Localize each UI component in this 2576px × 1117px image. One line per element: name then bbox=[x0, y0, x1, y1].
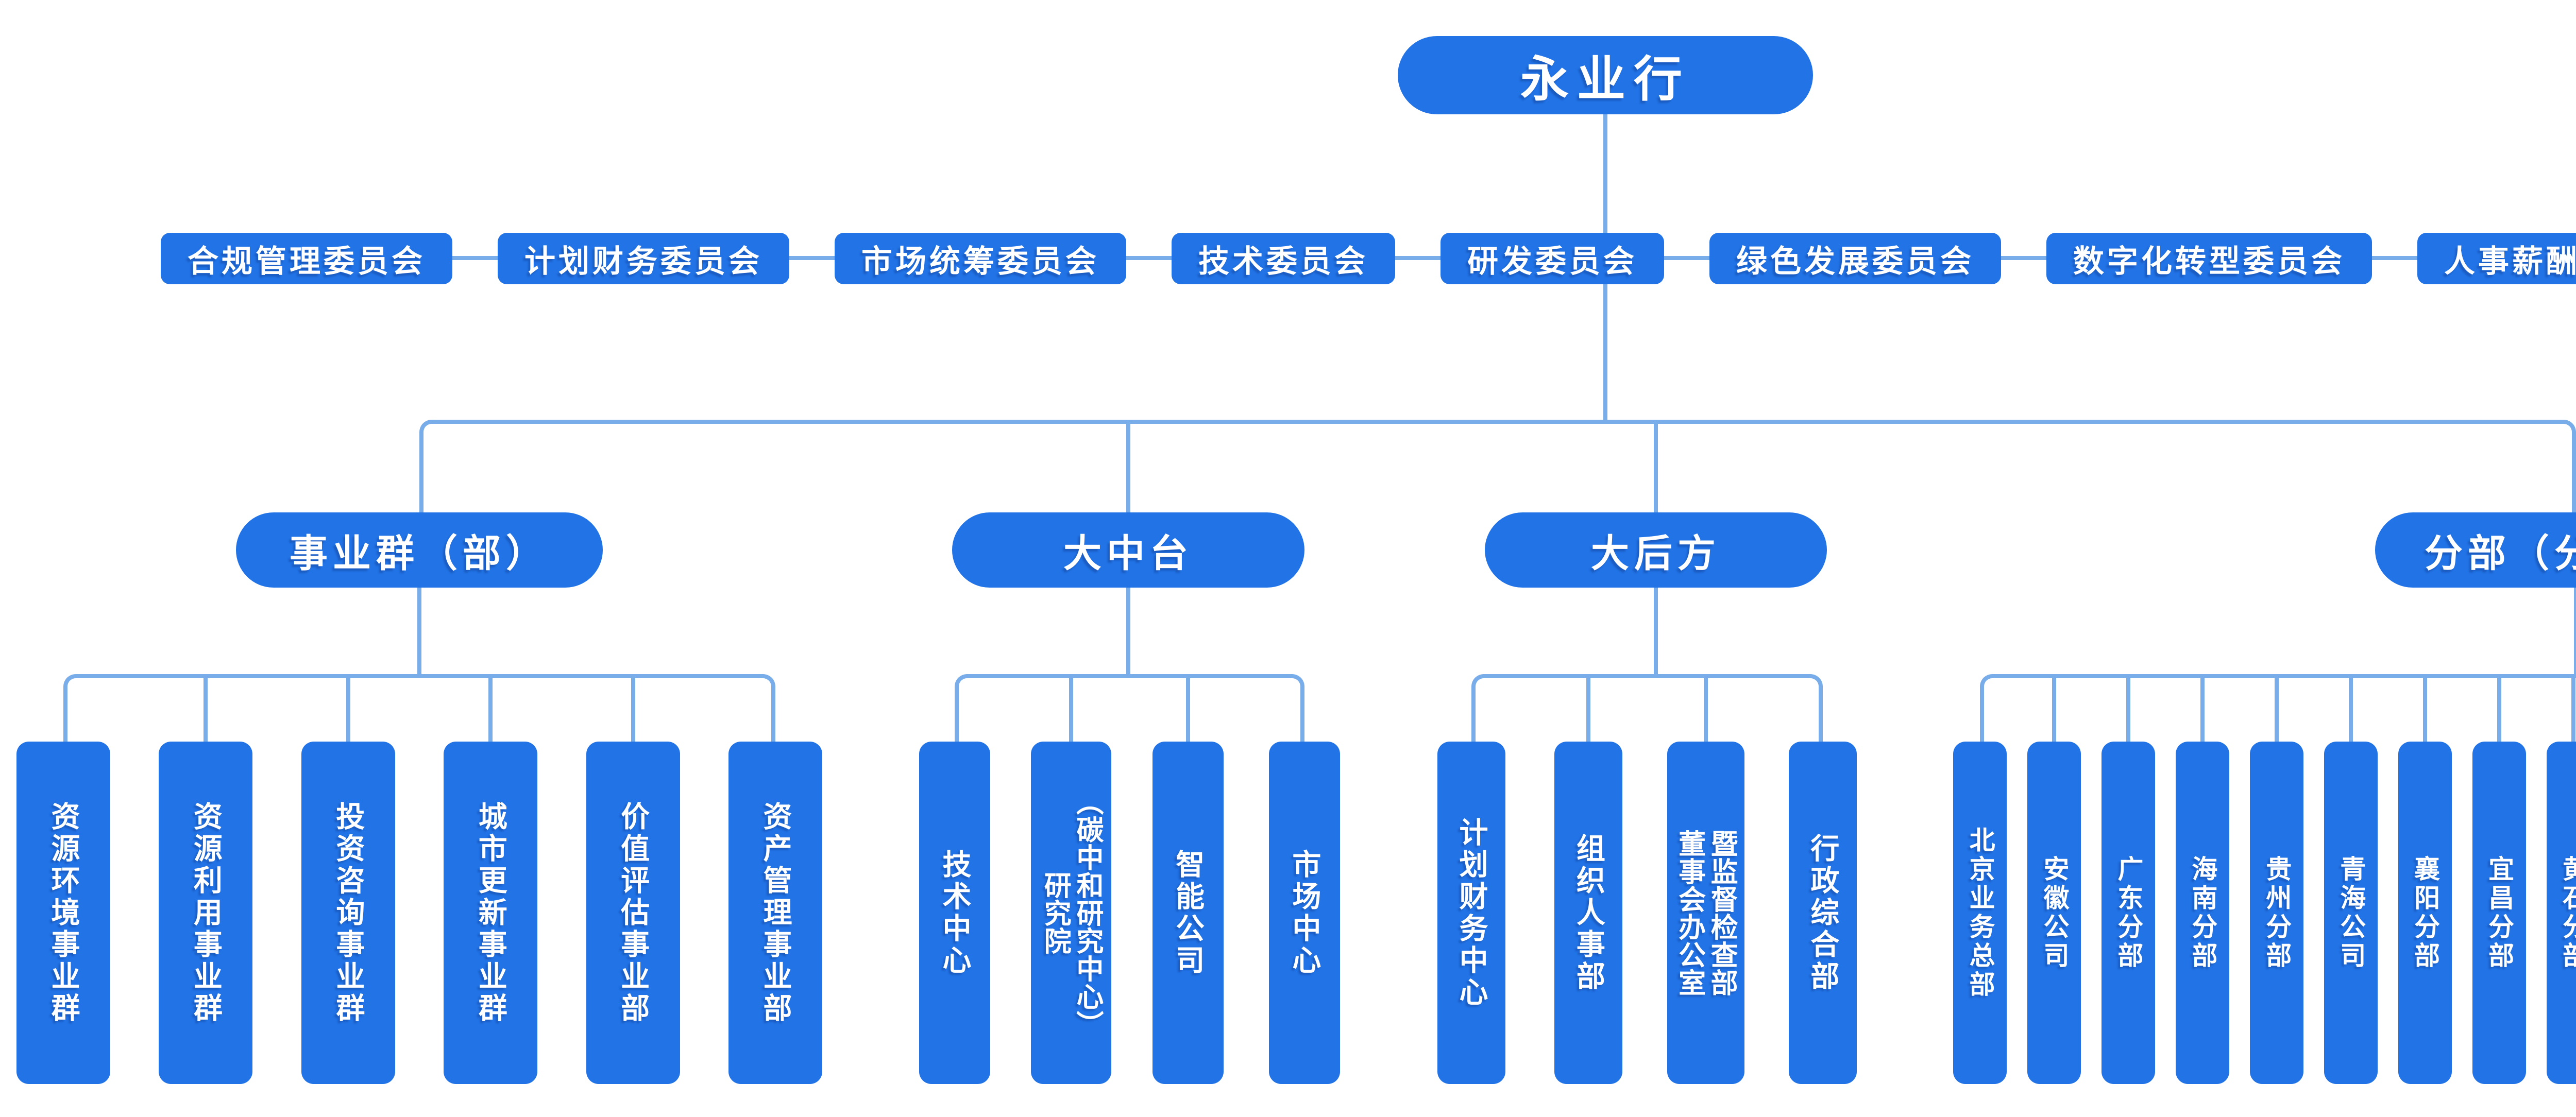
leaf-node: 投资咨询事业群 bbox=[301, 742, 395, 1084]
leaf-drop-connector bbox=[2052, 678, 2056, 742]
leaf-node: 宜昌分部 bbox=[2472, 742, 2526, 1084]
leaf-drop-connector bbox=[2348, 678, 2353, 742]
leaf-label: 海南分部 bbox=[2188, 855, 2217, 971]
leaf-node: 广东分部 bbox=[2101, 742, 2155, 1084]
leaf-node: 市场中心 bbox=[1268, 742, 1340, 1084]
leaf-drop-connector bbox=[204, 678, 208, 742]
committee-node: 市场统筹委员会 bbox=[835, 233, 1126, 284]
leaf-label: 资源利用事业群 bbox=[190, 801, 223, 1025]
leaf-drop-connector bbox=[2422, 678, 2427, 742]
leaf-label: 价值评估事业部 bbox=[617, 801, 650, 1025]
group-manifold-connector bbox=[63, 674, 775, 742]
leaf-label: 广东分部 bbox=[2114, 855, 2143, 971]
leaf-drop-connector bbox=[1069, 678, 1074, 742]
leaf-drop-connector bbox=[1703, 678, 1708, 742]
org-root-node: 永业行 bbox=[1398, 36, 1813, 114]
leaf-drop-connector bbox=[2571, 678, 2575, 742]
committee-node: 计划财务委员会 bbox=[498, 233, 789, 284]
leaf-node: 海南分部 bbox=[2175, 742, 2229, 1084]
leaf-node: 城市更新事业群 bbox=[444, 742, 538, 1084]
leaf-node: 董事会办公室 暨监督检查部 bbox=[1667, 742, 1744, 1084]
leaf-node: 资源利用事业群 bbox=[159, 742, 253, 1084]
leaf-label: 青海公司 bbox=[2336, 855, 2366, 971]
committee-node: 技术委员会 bbox=[1172, 233, 1395, 284]
committee-row: 合规管理委员会计划财务委员会市场统筹委员会技术委员会研发委员会绿色发展委员会数字… bbox=[0, 233, 2576, 284]
top-manifold-connector bbox=[419, 420, 2576, 512]
group-header-drop-connector bbox=[1126, 588, 1130, 678]
leaf-label: 研究院 （碳中和研究中心） bbox=[1040, 787, 1103, 1038]
leaf-label: 城市更新事业群 bbox=[474, 801, 507, 1025]
group-manifold-connector bbox=[1980, 674, 2576, 742]
leaf-node: 技术中心 bbox=[919, 742, 990, 1084]
leaf-drop-connector bbox=[346, 678, 350, 742]
group-header-drop-connector bbox=[1654, 588, 1658, 678]
committee-node: 研发委员会 bbox=[1440, 233, 1664, 284]
leaf-label: 智能公司 bbox=[1172, 849, 1205, 977]
leaf-drop-connector bbox=[631, 678, 635, 742]
leaf-node: 智能公司 bbox=[1152, 742, 1224, 1084]
leaf-node: 行政综合部 bbox=[1788, 742, 1857, 1084]
leaf-label: 计划财务中心 bbox=[1455, 817, 1488, 1009]
leaf-node: 组织人事部 bbox=[1554, 742, 1623, 1084]
leaf-label: 董事会办公室 暨监督检查部 bbox=[1674, 829, 1738, 996]
group-top-drop-connector bbox=[1654, 424, 1658, 512]
leaf-drop-connector bbox=[2126, 678, 2130, 742]
leaf-label: 安徽公司 bbox=[2040, 855, 2069, 971]
committee-node: 绿色发展委员会 bbox=[1709, 233, 2001, 284]
leaf-drop-connector bbox=[2497, 678, 2501, 742]
leaf-node: 计划财务中心 bbox=[1437, 742, 1505, 1084]
group-manifold-connector bbox=[955, 674, 1304, 742]
leaf-node: 研究院 （碳中和研究中心） bbox=[1031, 742, 1112, 1084]
leaf-node: 北京业务总部 bbox=[1953, 742, 2007, 1084]
leaf-label: 贵州分部 bbox=[2262, 855, 2292, 971]
leaf-node: 黄石分部 bbox=[2546, 742, 2576, 1084]
leaf-drop-connector bbox=[1185, 678, 1190, 742]
committee-node: 数字化转型委员会 bbox=[2046, 233, 2372, 284]
group-manifold-connector bbox=[1471, 674, 1823, 742]
leaf-label: 市场中心 bbox=[1288, 849, 1321, 977]
leaf-label: 襄阳分部 bbox=[2411, 855, 2440, 971]
group-top-drop-connector bbox=[1126, 424, 1130, 512]
leaf-drop-connector bbox=[1586, 678, 1591, 742]
group-header-drop-connector bbox=[2574, 588, 2576, 678]
group-header-node: 大中台 bbox=[952, 512, 1304, 588]
committee-node: 人事薪酬委员会 bbox=[2417, 233, 2576, 284]
leaf-label: 资产管理事业部 bbox=[759, 801, 792, 1025]
leaf-node: 资产管理事业部 bbox=[728, 742, 822, 1084]
group-header-node: 事业群（部） bbox=[236, 512, 603, 588]
leaf-drop-connector bbox=[2274, 678, 2279, 742]
leaf-node: 贵州分部 bbox=[2249, 742, 2303, 1084]
leaf-node: 青海公司 bbox=[2324, 742, 2378, 1084]
leaf-label: 组织人事部 bbox=[1572, 833, 1605, 993]
leaf-label: 北京业务总部 bbox=[1965, 826, 1995, 1000]
group-header-node: 大后方 bbox=[1485, 512, 1827, 588]
leaf-node: 襄阳分部 bbox=[2398, 742, 2452, 1084]
leaf-drop-connector bbox=[488, 678, 493, 742]
leaf-label: 行政综合部 bbox=[1806, 833, 1839, 993]
leaf-label: 资源环境事业群 bbox=[47, 801, 80, 1025]
leaf-node: 资源环境事业群 bbox=[16, 742, 110, 1084]
leaf-node: 安徽公司 bbox=[2027, 742, 2081, 1084]
leaf-label: 黄石分部 bbox=[2559, 855, 2576, 971]
committee-node: 合规管理委员会 bbox=[161, 233, 452, 284]
group-header-drop-connector bbox=[417, 588, 421, 678]
leaf-label: 技术中心 bbox=[939, 849, 972, 977]
leaf-drop-connector bbox=[2200, 678, 2205, 742]
group-header-node: 分部（分公司） bbox=[2375, 512, 2576, 588]
leaf-node: 价值评估事业部 bbox=[586, 742, 680, 1084]
leaf-label: 宜昌分部 bbox=[2485, 855, 2514, 971]
leaf-label: 投资咨询事业群 bbox=[332, 801, 365, 1025]
